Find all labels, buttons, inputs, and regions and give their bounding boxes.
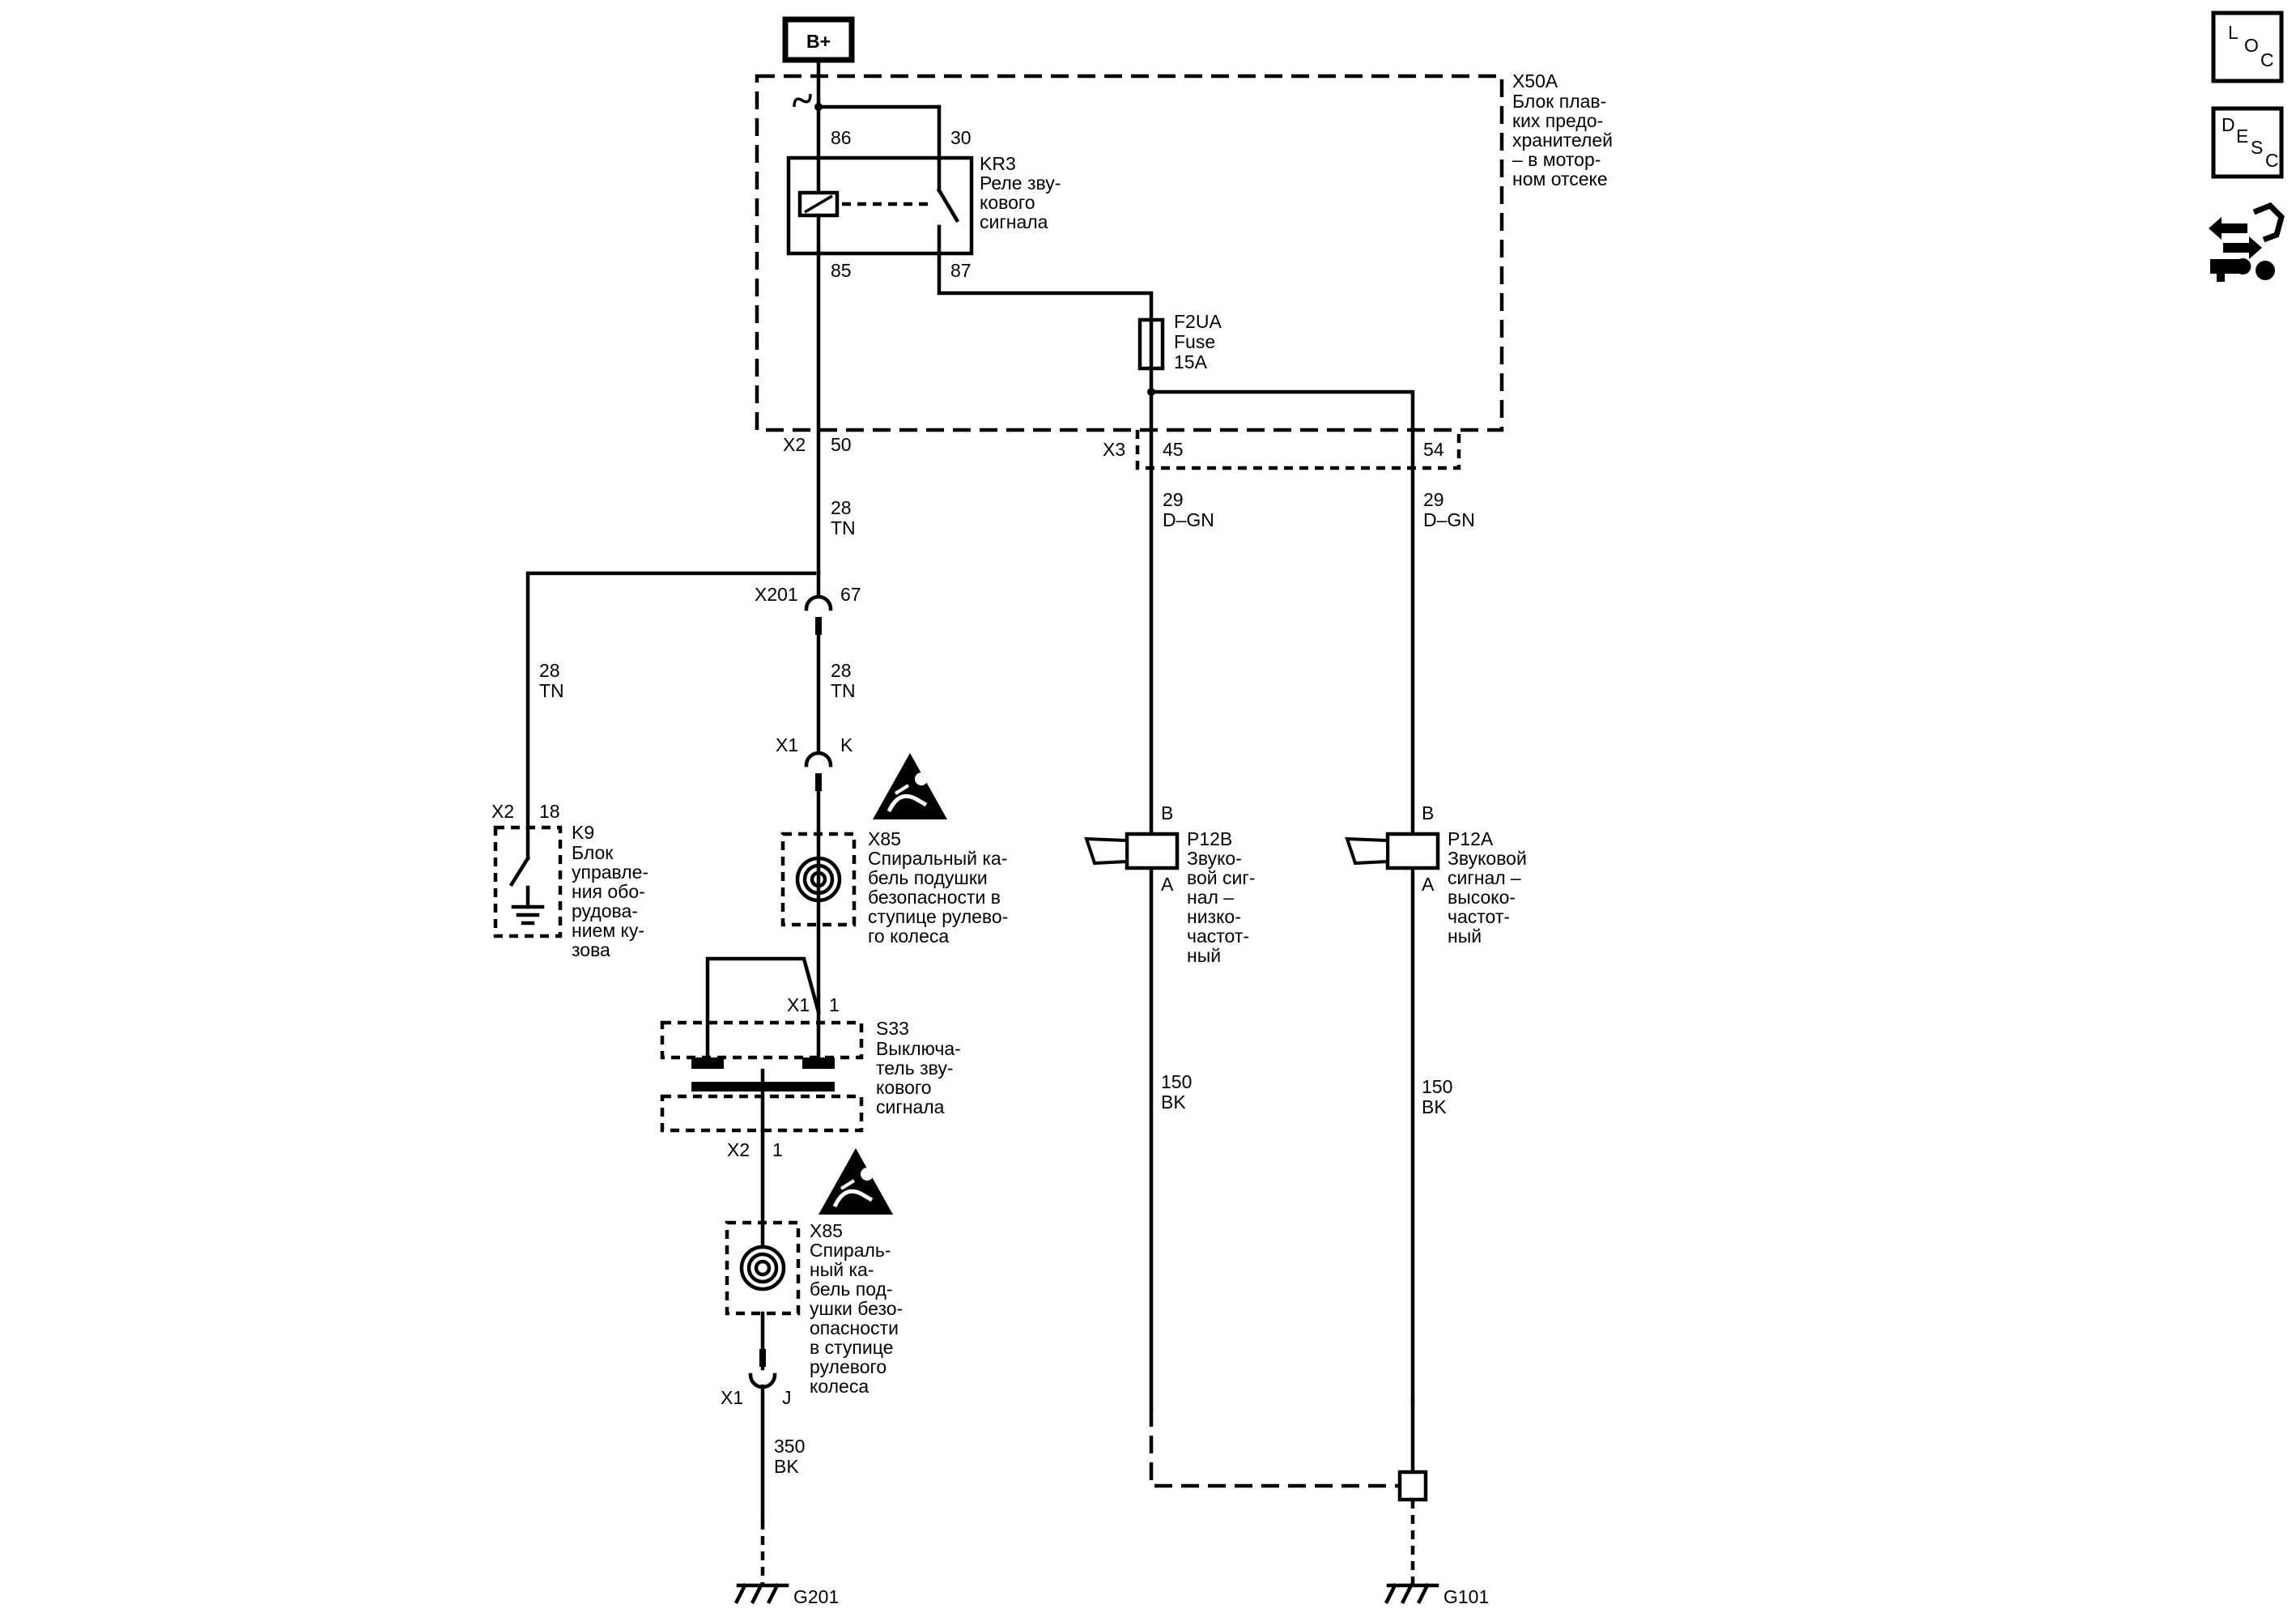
clock-spring-x85-bottom: X85 Спираль- ный ка- бель под- ушки безо… (725, 1220, 908, 1397)
wire-label-29dgn-b: 29 D–GN (1423, 489, 1475, 530)
horn-p12a: B A P12A Звуковой сигнал – высоко- часто… (1345, 802, 1532, 947)
wire-label-28tn-b: 28 TN (539, 660, 565, 701)
airbag-warning-icon (818, 1148, 893, 1215)
fuse-block-id: X50A (1512, 70, 1558, 91)
fuse-block-boundary (755, 74, 1504, 432)
connector-x1-k-icon (804, 751, 833, 768)
loc-letter-l: L (2228, 22, 2239, 43)
k9-conn-label: X2 (491, 801, 514, 822)
ground-splice-icon (1397, 1470, 1428, 1502)
desc-letter-c: C (2265, 150, 2279, 171)
loc-letter-c: C (2260, 49, 2274, 70)
conn-x3-pin-54: 54 (1423, 439, 1444, 460)
conn-x201-label: X201 (755, 584, 798, 605)
airbag-warning-icon (873, 753, 947, 819)
ground-g201-icon (733, 1582, 789, 1605)
k9-id: K9 (572, 822, 594, 843)
desc-letter-d: D (2222, 114, 2235, 135)
conn-x3-label: X3 (1103, 439, 1125, 460)
fuse-label: F2UA Fuse 15A (1174, 311, 1226, 372)
conn-x1-j-pin: J (782, 1387, 792, 1408)
relay-id: KR3 (980, 153, 1016, 174)
s33-id: S33 (876, 1018, 909, 1039)
p12a-id: P12A (1448, 828, 1494, 849)
wire-relay-to-fuse (937, 251, 1154, 322)
s33-pin-x1-1: 1 (829, 994, 840, 1015)
p12a-pin-a: A (1422, 874, 1435, 895)
x85-top-desc: Спиральный ка- бель подушки безопасности… (868, 848, 1014, 947)
conn-x1-k-label: X1 (776, 734, 798, 755)
wire-to-k9 (525, 571, 817, 830)
horn-p12b: B A P12B Звуко- вой сиг- нал – низко- ча… (1084, 802, 1261, 966)
k9-pin-18: 18 (539, 801, 560, 822)
wire-fuse-to-p12a (1149, 389, 1415, 1403)
relay-pin-86: 86 (831, 127, 852, 148)
fusible-link-icon (793, 93, 812, 108)
wire-label-350bk: 350 BK (774, 1436, 810, 1477)
conn-x3-pin-45: 45 (1163, 439, 1184, 460)
conn-x1-k-pin: K (840, 734, 853, 755)
relay-pin-85: 85 (831, 260, 852, 281)
module-k9: X2 18 K9 Блок управле- ния обо- рудова- … (491, 801, 654, 960)
wire-label-29dgn-a: 29 D–GN (1163, 489, 1214, 530)
ground-g101-icon (1384, 1582, 1439, 1605)
horn-icon (1084, 836, 1129, 866)
wire-label-28tn-c: 28 TN (831, 660, 857, 701)
ground-g101-label: G101 (1444, 1586, 1489, 1607)
s33-desc: Выключа- тель зву- кового сигнала (876, 1038, 966, 1117)
relay-kr3: 86 30 85 87 KR3 Реле зву- кового сигнала (786, 57, 1066, 281)
horn-switch-s33: X1 1 S33 Выключа- тель зву- кового сигна… (660, 956, 966, 1160)
wire-label-150bk-b: 150 BK (1422, 1076, 1458, 1117)
fuse-f2ua: F2UA Fuse 15A (1137, 311, 1226, 372)
splice-dot (1147, 388, 1155, 396)
p12a-pin-b: B (1422, 802, 1434, 823)
x85-bottom-id: X85 (810, 1220, 843, 1241)
relay-pin-30: 30 (950, 127, 972, 148)
wire-label-150bk-a: 150 BK (1161, 1071, 1197, 1113)
connector-x3-boundary (1135, 430, 1461, 470)
desc-letter-s: S (2251, 137, 2263, 158)
k9-desc: Блок управле- ния обо- рудова- нием ку- … (572, 842, 654, 960)
wrench-arrows-icon[interactable] (2209, 202, 2285, 282)
connector-x201-icon (804, 594, 833, 611)
x85-top-id: X85 (868, 828, 901, 849)
relay-desc: Реле зву- кового сигнала (980, 172, 1066, 232)
clock-spring-x85-top: X85 Спиральный ка- бель подушки безопасн… (780, 828, 1014, 947)
relay-pin-87: 87 (950, 260, 972, 281)
loc-button[interactable]: L O C (2211, 11, 2284, 83)
loc-letter-o: O (2244, 35, 2259, 56)
conn-x201-pin: 67 (840, 584, 861, 605)
p12b-id: P12B (1187, 828, 1232, 849)
p12b-pin-a: A (1161, 874, 1174, 895)
battery-label: B+ (806, 31, 831, 52)
desc-button[interactable]: D E S C (2211, 106, 2284, 179)
conn-x1-j-label: X1 (721, 1387, 743, 1408)
wire-p12b-ground-dashed (1149, 1409, 1401, 1488)
desc-letter-e: E (2236, 126, 2248, 147)
conn-x2-label: X2 (783, 434, 806, 455)
x85-bottom-desc: Спираль- ный ка- бель под- ушки безо- оп… (810, 1240, 908, 1397)
conn-x2-pin-50: 50 (831, 434, 852, 455)
horn-icon (1345, 836, 1389, 866)
p12a-desc: Звуковой сигнал – высоко- частот- ный (1448, 848, 1532, 947)
ground-g201-label: G201 (793, 1586, 839, 1607)
s33-pin-x2-1: 1 (772, 1139, 783, 1160)
p12b-pin-b: B (1161, 802, 1173, 823)
s33-conn-x2: X2 (727, 1139, 750, 1160)
s33-conn-x1: X1 (787, 994, 810, 1015)
battery-terminal: B+ (782, 16, 855, 63)
wire-label-28tn-a: 28 TN (831, 497, 857, 538)
fuse-block-desc: Блок плав- ких предо- хранителей – в мот… (1512, 91, 1618, 189)
p12b-desc: Звуко- вой сиг- нал – низко- частот- ный (1187, 848, 1261, 966)
